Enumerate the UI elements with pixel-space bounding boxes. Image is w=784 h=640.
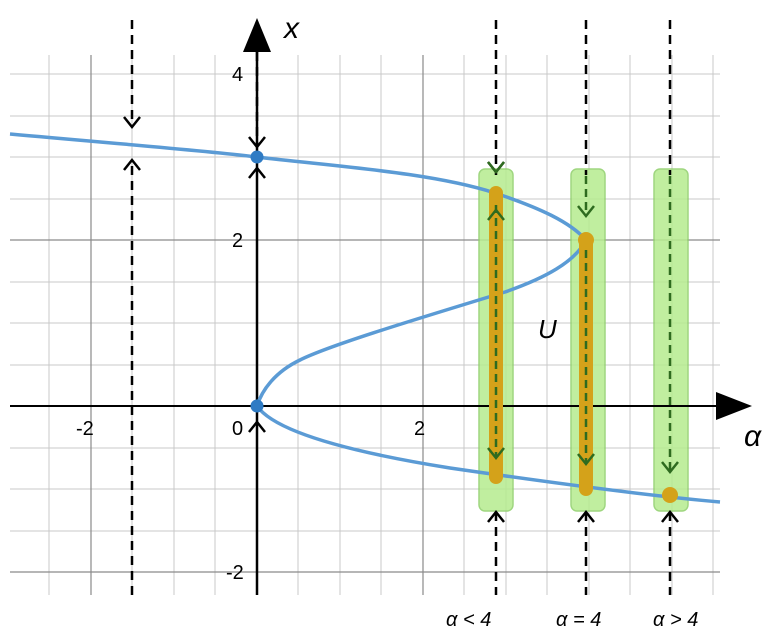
caption-alpha-less: α < 4	[446, 609, 491, 631]
caption-alpha-greater: α > 4	[653, 609, 698, 631]
fold-point	[578, 232, 594, 248]
arrow-down-icon	[577, 453, 595, 467]
arrow-down-icon	[487, 161, 505, 175]
arrow-up-icon	[487, 207, 505, 221]
arrow-down-icon	[248, 136, 266, 150]
horizontal-axis-arrowhead	[716, 392, 752, 420]
grid-major	[10, 55, 720, 595]
vertical-axis-arrowhead	[243, 18, 271, 52]
y-tick-2: 2	[232, 230, 243, 252]
caption-alpha-equal: α = 4	[556, 609, 601, 631]
arrow-up-icon	[577, 509, 595, 523]
y-axis-label: x	[282, 12, 300, 45]
region-label: U	[538, 314, 557, 344]
y-tick-4: 4	[232, 64, 243, 86]
arrow-down-icon	[577, 205, 595, 219]
arrow-down-icon	[123, 116, 141, 130]
bifurcation-curve	[9, 132, 721, 504]
arrow-up-icon	[248, 419, 266, 433]
x-tick-2: 2	[414, 418, 425, 440]
x-tick-0: 0	[232, 418, 243, 440]
y-tick-neg2: -2	[226, 562, 244, 584]
x-tick-neg2: -2	[76, 418, 94, 440]
fixed-point-greater	[662, 487, 678, 503]
fixed-point-upper	[250, 150, 264, 164]
arrow-down-icon	[661, 461, 679, 475]
x-axis-label: α	[744, 420, 762, 453]
fixed-point-origin	[250, 399, 264, 413]
arrow-up-icon	[248, 165, 266, 179]
arrow-up-icon	[661, 509, 679, 523]
arrow-up-icon	[123, 157, 141, 171]
arrow-down-icon	[487, 447, 505, 461]
arrow-up-icon	[487, 509, 505, 523]
grid	[10, 55, 720, 595]
